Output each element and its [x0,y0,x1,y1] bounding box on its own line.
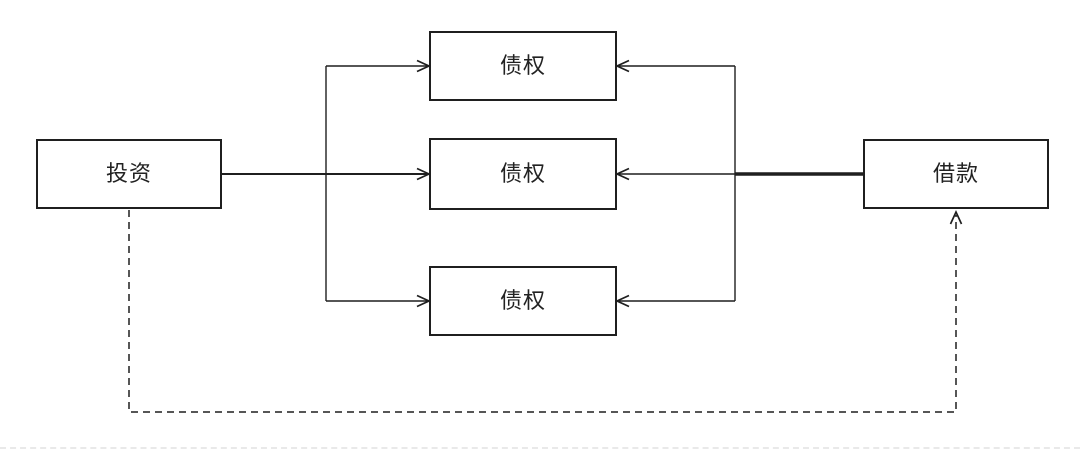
node-invest-label: 投资 [105,161,152,186]
node-loan: 借款 [863,139,1049,209]
node-claim-bottom-label: 债权 [499,288,546,313]
node-claim-top: 债权 [429,31,617,101]
node-claim-top-label: 债权 [499,53,546,78]
arrowhead-into-loan-bottom [949,209,963,225]
node-claim-bottom: 债权 [429,266,617,336]
node-invest: 投资 [36,139,222,209]
edge-invest-to-loan-dashed [128,210,957,413]
node-claim-middle-label: 债权 [499,161,546,186]
arrowhead-into-claim3-right [614,294,630,308]
arrowhead-into-claim1-right [614,59,630,73]
arrowhead-into-claim2-right [614,167,630,181]
node-loan-label: 借款 [932,161,979,186]
node-claim-middle: 债权 [429,138,617,210]
torn-bottom-edge-decoration [0,447,1080,449]
